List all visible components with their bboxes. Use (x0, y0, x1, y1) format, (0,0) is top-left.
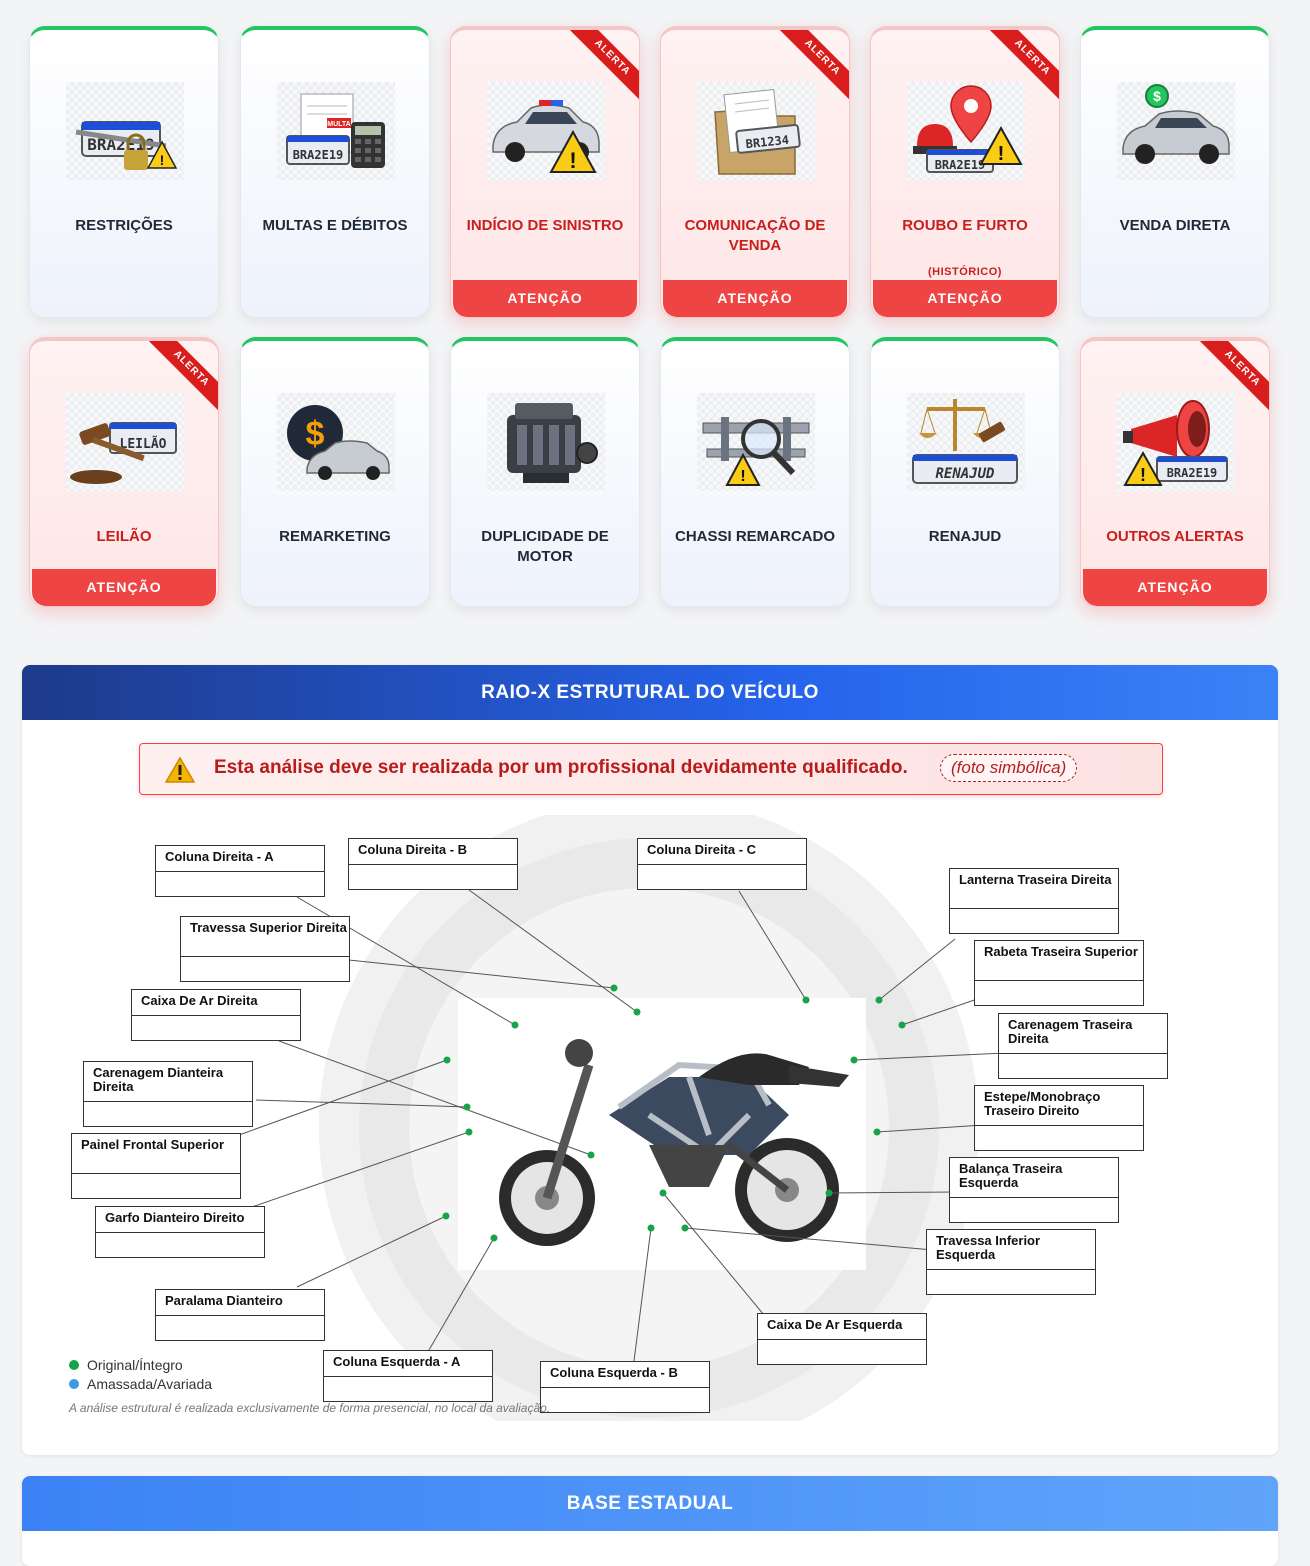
svg-text:!: ! (569, 148, 576, 173)
part-caixa-de-ar-direita[interactable]: Caixa De Ar Direita (131, 989, 301, 1041)
structural-diagram: Coluna Direita - A Coluna Direita - B Co… (49, 815, 1251, 1421)
svg-text:BRA2E19: BRA2E19 (293, 148, 344, 162)
part-coluna-direita-b[interactable]: Coluna Direita - B (348, 838, 518, 890)
attention-badge: ATENÇÃO (1083, 569, 1267, 606)
siren-pin-icon: BRA2E19 ! (907, 82, 1025, 180)
part-rabeta-traseira-superior[interactable]: Rabeta Traseira Superior (974, 940, 1144, 1006)
megaphone-icon: BRA2E19 ! (1117, 393, 1235, 491)
gavel-plate-icon: LEILÃO (66, 393, 184, 491)
svg-text:$: $ (306, 415, 325, 453)
attention-badge: ATENÇÃO (873, 280, 1057, 317)
card-title: RESTRIÇÕES (75, 217, 173, 234)
fines-calculator-icon: MULTA BRA2E19 (277, 82, 395, 180)
card-renajud[interactable]: RENAJUD RENAJUD (870, 337, 1060, 607)
part-garfo-dianteiro-direito[interactable]: Garfo Dianteiro Direito (95, 1206, 265, 1258)
base-estadual-panel: BASE ESTADUAL (22, 1476, 1278, 1566)
card-comunicacao-venda[interactable]: ALERTA BR1234 COMUNICAÇÃO DE VENDA ATENÇ… (660, 26, 850, 318)
part-painel-frontal-superior[interactable]: Painel Frontal Superior (71, 1133, 241, 1199)
card-title: MULTAS E DÉBITOS (262, 217, 408, 234)
part-coluna-esquerda-b[interactable]: Coluna Esquerda - B (540, 1361, 710, 1413)
card-title: DUPLICIDADE DE MOTOR (481, 528, 609, 565)
part-coluna-esquerda-a[interactable]: Coluna Esquerda - A (323, 1350, 493, 1402)
card-outros-alertas[interactable]: ALERTA BRA2E19 ! OUTROS ALERTAS ATENÇÃO (1080, 337, 1270, 607)
part-travessa-superior-direita[interactable]: Travessa Superior Direita (180, 916, 350, 982)
card-roubo-furto[interactable]: ALERTA BRA2E19 ! ROUBO E FURTO (HISTÓRIC… (870, 26, 1060, 318)
part-travessa-inferior-esquerda[interactable]: Travessa Inferior Esquerda (926, 1229, 1096, 1295)
card-remarketing[interactable]: $ REMARKETING (240, 337, 430, 607)
part-balanca-traseira-esquerda[interactable]: Balança Traseira Esquerda (949, 1157, 1119, 1223)
card-restricoes[interactable]: BRA2E19 ! RESTRIÇÕES (29, 26, 219, 318)
part-estepe-monobraco-traseiro-direito[interactable]: Estepe/Monobraço Traseiro Direito (974, 1085, 1144, 1151)
qualified-warning: Esta análise deve ser realizada por um p… (139, 743, 1163, 795)
card-duplicidade-motor[interactable]: DUPLICIDADE DE MOTOR (450, 337, 640, 607)
attention-badge: ATENÇÃO (453, 280, 637, 317)
part-coluna-direita-a[interactable]: Coluna Direita - A (155, 845, 325, 897)
card-title: LEILÃO (96, 528, 152, 545)
part-lanterna-traseira-direita[interactable]: Lanterna Traseira Direita (949, 868, 1119, 934)
card-indicio-sinistro[interactable]: ALERTA ! INDÍCIO DE SINISTRO ATENÇÃO (450, 26, 640, 318)
attention-badge: ATENÇÃO (32, 569, 216, 606)
part-paralama-dianteiro[interactable]: Paralama Dianteiro (155, 1289, 325, 1341)
green-dot-icon (69, 1360, 79, 1370)
base-estadual-title: BASE ESTADUAL (22, 1476, 1278, 1531)
svg-text:$: $ (1153, 88, 1161, 104)
card-title: RENAJUD (928, 528, 1002, 545)
engine-icon (487, 393, 605, 491)
car-dollar-icon: $ (1117, 82, 1235, 180)
card-venda-direta[interactable]: $ VENDA DIRETA (1080, 26, 1270, 318)
chassis-magnifier-icon: ! (697, 393, 815, 491)
legend-original: Original/Íntegro (69, 1357, 183, 1373)
card-title: OUTROS ALERTAS (1106, 528, 1244, 545)
svg-text:BR1234: BR1234 (745, 133, 790, 151)
warning-icon (164, 756, 196, 783)
motorcycle-image (499, 1039, 849, 1246)
part-caixa-de-ar-esquerda[interactable]: Caixa De Ar Esquerda (757, 1313, 927, 1365)
justice-scale-icon: RENAJUD (907, 393, 1025, 491)
card-title: CHASSI REMARCADO (674, 528, 835, 545)
photo-note: (foto simbólica) (940, 754, 1078, 782)
dollar-car-icon: $ (277, 393, 395, 491)
legend-amassada: Amassada/Avariada (69, 1376, 212, 1392)
svg-text:BRA2E19: BRA2E19 (1167, 466, 1218, 480)
warning-text: Esta análise deve ser realizada por um p… (214, 757, 908, 778)
svg-text:!: ! (998, 143, 1005, 165)
svg-text:!: ! (160, 152, 165, 168)
locked-plate-icon: BRA2E19 ! (66, 82, 184, 180)
raiox-title: RAIO-X ESTRUTURAL DO VEÍCULO (22, 665, 1278, 720)
attention-badge: ATENÇÃO (663, 280, 847, 317)
svg-text:RENAJUD: RENAJUD (935, 466, 994, 482)
svg-text:BRA2E19: BRA2E19 (935, 158, 986, 172)
police-car-warning-icon: ! (487, 82, 605, 180)
card-title: REMARKETING (279, 528, 391, 545)
part-carenagem-traseira-direita[interactable]: Carenagem Traseira Direita (998, 1013, 1168, 1079)
sale-folder-icon: BR1234 (697, 82, 815, 180)
part-coluna-direita-c[interactable]: Coluna Direita - C (637, 838, 807, 890)
diagram-background (238, 815, 1006, 1421)
card-leilao[interactable]: ALERTA LEILÃO LEILÃO ATENÇÃO (29, 337, 219, 607)
card-title: INDÍCIO DE SINISTRO (466, 217, 624, 234)
services-grid: BRA2E19 ! RESTRIÇÕES MULTA BRA2E19 (0, 0, 1297, 645)
card-chassi-remarcado[interactable]: ! CHASSI REMARCADO (660, 337, 850, 607)
raiox-panel: RAIO-X ESTRUTURAL DO VEÍCULO Esta anális… (22, 665, 1278, 1455)
structural-footnote: A análise estrutural é realizada exclusi… (69, 1401, 551, 1415)
svg-text:!: ! (740, 468, 745, 485)
card-title: VENDA DIRETA (1119, 217, 1231, 234)
card-title: ROUBO E FURTO (902, 217, 1028, 234)
blue-dot-icon (69, 1379, 79, 1389)
part-carenagem-dianteira-direita[interactable]: Carenagem Dianteira Direita (83, 1061, 253, 1127)
card-multas-debitos[interactable]: MULTA BRA2E19 MULTAS E DÉBITOS (240, 26, 430, 318)
svg-text:MULTA: MULTA (327, 121, 350, 128)
svg-text:LEILÃO: LEILÃO (120, 436, 167, 452)
svg-text:!: ! (1140, 465, 1146, 485)
card-title: COMUNICAÇÃO DE VENDA (684, 217, 826, 254)
card-subtitle: (HISTÓRICO) (928, 266, 1002, 278)
